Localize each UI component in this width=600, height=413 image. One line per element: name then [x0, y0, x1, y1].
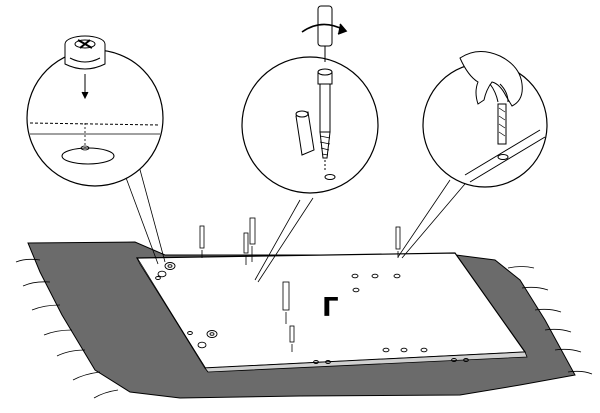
panel-holes [155, 273, 469, 364]
hand-icon [459, 51, 523, 107]
board-panel: Γ [135, 217, 528, 373]
panel-dowels [199, 217, 401, 352]
floor-fringe-right [507, 266, 593, 375]
dowel-icon [295, 110, 315, 156]
screwdriver-icon [317, 5, 333, 62]
floor-fringe-left [15, 258, 119, 399]
callout-cam-lock [26, 35, 164, 187]
cam-lock-icon [64, 35, 106, 100]
panel-label: Γ [322, 293, 339, 323]
cam-bolt-icon [317, 68, 336, 180]
cam-lock-parts [157, 262, 218, 349]
callout-hand-dowel [422, 51, 548, 188]
callout-screwdriver-dowel [241, 5, 379, 194]
rotate-clockwise-icon [301, 23, 348, 35]
callout-leaders [124, 165, 471, 283]
dowel-insert-icon [497, 103, 509, 160]
